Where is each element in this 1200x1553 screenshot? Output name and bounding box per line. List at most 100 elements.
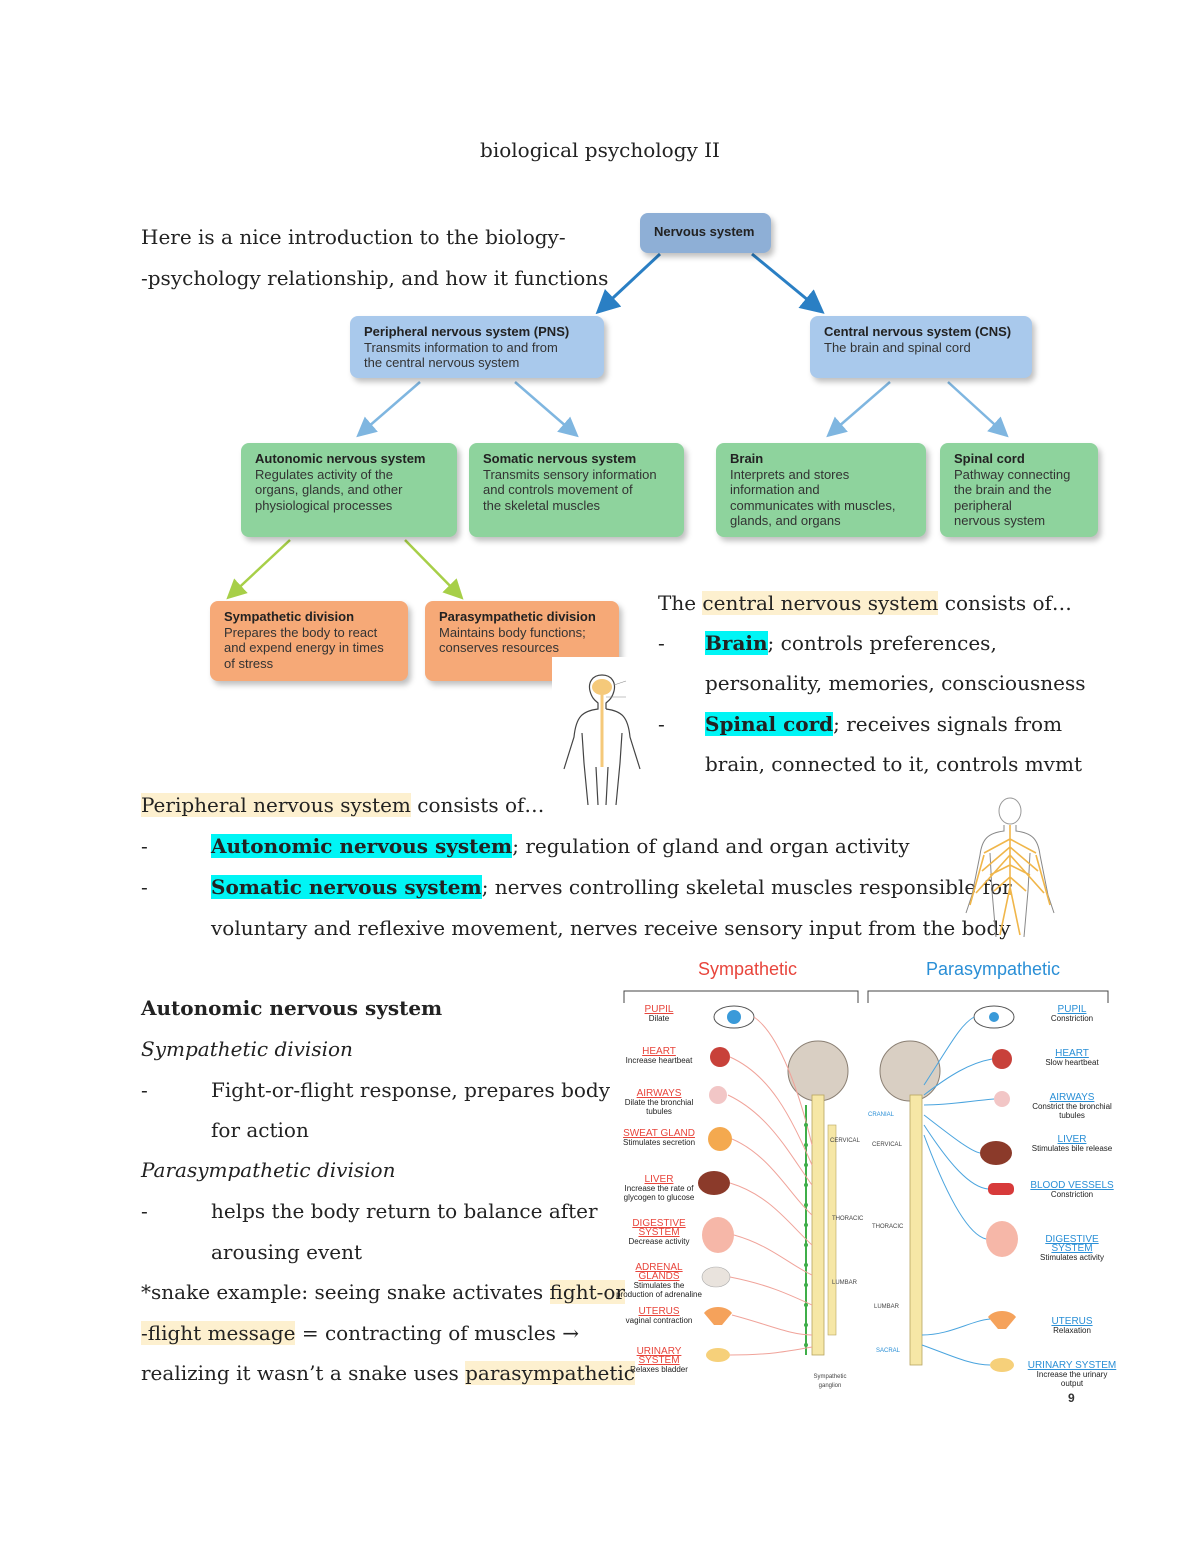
bullet-dash: -	[658, 712, 665, 736]
box-cns-title: Central nervous system (CNS)	[824, 324, 1012, 339]
sym-label-uterus-name: UTERUS	[638, 1306, 680, 1317]
anatomy-drawing	[623, 990, 1109, 1372]
para-region-lumbar: LUMBAR	[874, 1304, 900, 1310]
box-autonomic: Autonomic nervous system Regulates activ…	[241, 443, 457, 537]
sym-label-sweat-gland-desc: Stimulates secretion	[622, 1138, 696, 1147]
pns-item-somatic: - Somatic nervous system; nerves controll…	[141, 867, 1012, 907]
cns-item-brain-cont: personality, memories, consciousness	[705, 671, 1086, 695]
snake-highlight-2: -flight message	[141, 1321, 296, 1345]
snake-highlight-3: parasympathetic	[465, 1361, 635, 1385]
box-spinal-cord-desc: Pathway connecting the brain and the per…	[954, 466, 1071, 529]
para-region-cervical: CERVICAL	[872, 1142, 902, 1148]
sym-label-adrenal-desc: Stimulates the production of adrenaline	[616, 1281, 702, 1299]
para-label-digestive-name: DIGESTIVE SYSTEM	[1045, 1234, 1099, 1254]
sym-label-uterus-desc: vaginal contraction	[625, 1316, 693, 1325]
snake-line-1: *snake example: seeing snake activates f…	[141, 1272, 625, 1312]
para-label-liver-name: LIVER	[1057, 1134, 1087, 1145]
bullet-dash: -	[141, 875, 148, 899]
para-label-urinary-desc: Increase the urinary output	[1036, 1370, 1108, 1388]
box-cns-desc: The brain and spinal cord	[824, 339, 971, 355]
sym-label-adrenal-name: ADRENAL GLANDS	[635, 1262, 683, 1282]
para-label-liver-desc: Stimulates bile release	[1031, 1144, 1113, 1153]
sym-label-urinary-name: URINARY SYSTEM	[636, 1346, 682, 1366]
para-label-uterus-desc: Relaxation	[1053, 1326, 1091, 1335]
diagram-arrows	[226, 252, 1009, 600]
pns-text-somatic: ; nerves controlling skeletal muscles re…	[481, 875, 1012, 899]
cns-item-spinal-cont: brain, connected to it, controls mvmt	[705, 752, 1082, 776]
para-label-heart-desc: Slow heartbeat	[1045, 1058, 1099, 1067]
sym-label-heart-desc: Increase heartbeat	[625, 1056, 693, 1065]
intro-line-2: -psychology relationship, and how it fun…	[141, 266, 609, 290]
bullet-dash: -	[141, 1078, 148, 1102]
para-label-digestive-desc: Stimulates activity	[1039, 1253, 1105, 1262]
box-brain-title: Brain	[730, 451, 764, 466]
snake-line3-text: realizing it wasn’t a snake uses	[141, 1361, 466, 1385]
pns-intro: Peripheral nervous system consists of…	[141, 785, 544, 825]
sym-label-pupil-desc: Dilate	[648, 1014, 670, 1023]
para-label-airways-name: AIRWAYS	[1049, 1092, 1095, 1103]
para-item-cont: arousing event	[211, 1240, 362, 1264]
sym-label-liver-name: LIVER	[644, 1174, 674, 1185]
intro-line-1: Here is a nice introduction to the biolo…	[141, 225, 566, 249]
pns-body-icon	[965, 797, 1055, 938]
cns-intro-prefix: The	[658, 591, 703, 615]
sym-region-thoracic: THORACIC	[832, 1216, 864, 1222]
sym-item-cont: for action	[211, 1118, 309, 1142]
pns-term-autonomic: Autonomic nervous system	[211, 834, 513, 858]
cns-text-spinal: ; receives signals from	[833, 712, 1063, 736]
box-somatic-desc: Transmits sensory information and contro…	[483, 466, 657, 513]
sym-label-airways-name: AIRWAYS	[636, 1088, 682, 1099]
sym-label-digestive-name: DIGESTIVE SYSTEM	[632, 1218, 686, 1238]
para-label-uterus-name: UTERUS	[1051, 1316, 1093, 1327]
sym-region-lumbar: LUMBAR	[832, 1280, 858, 1286]
snake-mid: = contracting of muscles →	[295, 1321, 579, 1345]
box-parasympathetic-desc: Maintains body functions; conserves reso…	[439, 624, 586, 656]
snake-highlight-1: fight-or	[549, 1280, 625, 1304]
snake-line-3: realizing it wasn’t a snake uses parasym…	[141, 1353, 635, 1393]
box-nervous-system: Nervous system	[640, 213, 771, 253]
bullet-dash: -	[141, 1199, 148, 1223]
sym-item-text: Fight-or-flight response, prepares body	[211, 1078, 611, 1102]
bullet-dash: -	[141, 834, 148, 858]
cns-item-brain: -Brain; controls preferences,	[658, 623, 997, 663]
cns-item-spinal: - Spinal cord; receives signals from	[658, 704, 1062, 744]
pns-term-somatic: Somatic nervous system	[211, 875, 482, 899]
para-label-pupil-name: PUPIL	[1057, 1004, 1087, 1015]
box-pns: Peripheral nervous system (PNS) Transmit…	[350, 316, 604, 378]
cns-body-figure	[552, 657, 652, 807]
box-nervous-system-title: Nervous system	[654, 224, 755, 239]
pns-item-autonomic: -Autonomic nervous system; regulation of…	[141, 826, 910, 866]
box-sympathetic-desc: Prepares the body to react and expend en…	[224, 624, 384, 671]
cns-intro-suffix: consists of…	[938, 591, 1072, 615]
para-label-airways-desc: Constrict the bronchial tubules	[1032, 1102, 1112, 1120]
sym-label-heart-name: HEART	[642, 1046, 676, 1057]
ans-anatomy-figure: Sympathetic Parasympathetic	[610, 955, 1120, 1415]
box-somatic-title: Somatic nervous system	[483, 451, 637, 466]
ans-heading: Autonomic nervous system	[141, 996, 443, 1020]
para-heading: Parasympathetic division	[141, 1158, 396, 1182]
page-title: biological psychology II	[480, 138, 720, 162]
cns-intro: The central nervous system consists of…	[658, 583, 1072, 623]
para-label-blood-vessels-name: BLOOD VESSELS	[1030, 1180, 1114, 1191]
box-autonomic-desc: Regulates activity of the organs, glands…	[255, 466, 403, 513]
figure-page-number: 9	[1068, 1391, 1075, 1405]
box-somatic: Somatic nervous system Transmits sensory…	[469, 443, 684, 537]
pns-intro-suffix: consists of…	[410, 793, 545, 817]
sym-heading: Sympathetic division	[141, 1037, 353, 1061]
cns-term-spinal: Spinal cord	[705, 712, 834, 736]
sym-item: - Fight-or-flight response, prepares body	[141, 1070, 610, 1110]
pns-body-figure	[960, 795, 1060, 938]
cns-term-brain: Brain	[705, 631, 768, 655]
box-parasympathetic-title: Parasympathetic division	[439, 609, 596, 624]
